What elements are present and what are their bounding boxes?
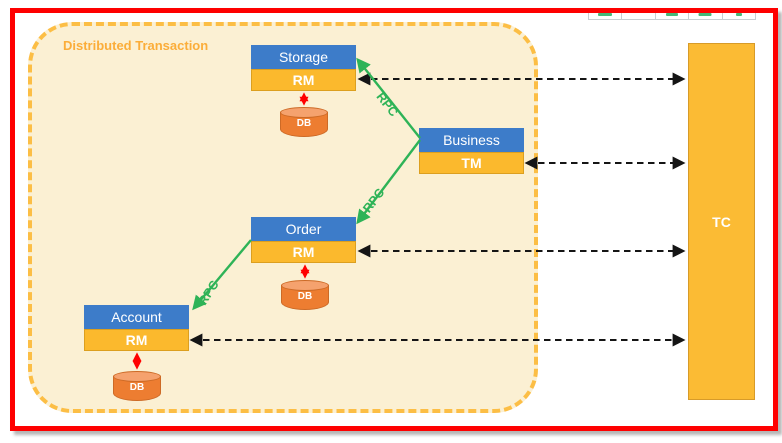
tc-label: TC: [712, 213, 731, 230]
account-database-icon: DB: [113, 371, 161, 401]
transaction-coordinator: TC: [688, 43, 755, 400]
order-database-icon: DB: [281, 280, 329, 310]
table-cell: [656, 12, 690, 19]
service-account-name: Account: [84, 305, 189, 329]
account-db-label: DB: [129, 382, 145, 393]
service-order-resource-manager: RM: [251, 241, 356, 263]
truncated-cell-content: [666, 13, 679, 16]
storage-db-label: DB: [296, 118, 312, 129]
table-cell: [622, 12, 656, 19]
service-order: Order RM: [251, 217, 356, 263]
truncated-cell-content: [598, 13, 613, 16]
service-account: Account RM: [84, 305, 189, 351]
table-cell: [589, 12, 623, 19]
service-account-resource-manager: RM: [84, 329, 189, 351]
truncated-cell-content: [698, 13, 712, 16]
storage-database-icon: DB: [280, 107, 328, 137]
service-storage-resource-manager: RM: [251, 69, 356, 91]
order-db-label: DB: [297, 291, 313, 302]
service-order-name: Order: [251, 217, 356, 241]
table-cell: [723, 12, 755, 19]
service-storage: Storage RM: [251, 45, 356, 91]
service-storage-name: Storage: [251, 45, 356, 69]
partial-table-row: [588, 11, 756, 20]
service-business-transaction-manager: TM: [419, 152, 524, 174]
truncated-cell-content: [735, 13, 742, 16]
group-label: Distributed Transaction: [63, 38, 209, 53]
table-cell: [689, 12, 723, 19]
service-business: Business TM: [419, 128, 524, 174]
service-business-name: Business: [419, 128, 524, 152]
